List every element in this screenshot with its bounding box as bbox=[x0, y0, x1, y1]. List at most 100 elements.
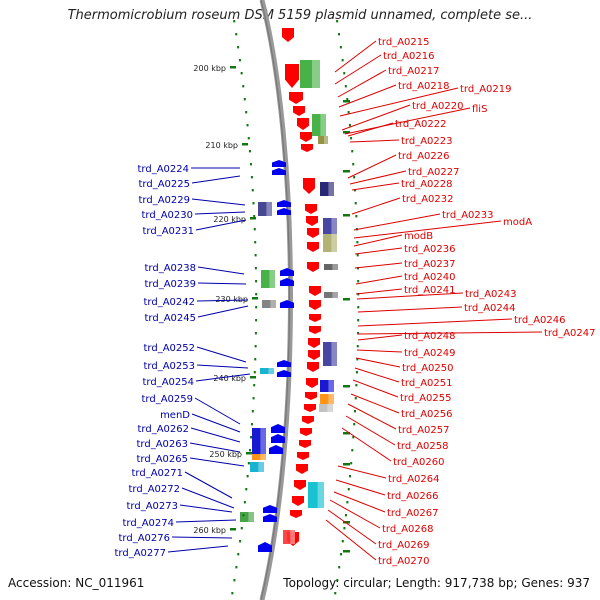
inner-guide-dot bbox=[356, 345, 359, 348]
kbp-tick-label: 250 kbp bbox=[209, 450, 242, 459]
forward-gene-arrow bbox=[306, 378, 318, 388]
outer-guide-dot bbox=[243, 501, 246, 504]
outer-guide-dot bbox=[250, 423, 253, 426]
right-label-connector bbox=[350, 393, 400, 414]
forward-gene-arrow bbox=[309, 300, 321, 310]
right-label-connector bbox=[344, 107, 471, 135]
inner-guide-dot bbox=[343, 527, 346, 530]
right-label-connector bbox=[347, 154, 397, 179]
right-gene-label: trd_A0217 bbox=[388, 66, 440, 77]
outer-guide-dot bbox=[247, 462, 250, 465]
outer-guide-dot bbox=[254, 332, 257, 335]
outer-guide-dot bbox=[254, 254, 257, 257]
inner-tick-mark bbox=[343, 385, 350, 388]
feature-block-shade bbox=[248, 512, 254, 522]
inner-guide-dot bbox=[350, 462, 353, 465]
feature-block bbox=[323, 218, 337, 234]
inner-guide-dot bbox=[356, 358, 359, 361]
right-gene-label: trd_A0240 bbox=[404, 272, 456, 283]
outer-guide-dot bbox=[248, 150, 251, 153]
reverse-gene-arrow bbox=[272, 160, 286, 167]
feature-block bbox=[260, 368, 274, 374]
reverse-gene-arrow bbox=[271, 434, 285, 443]
reverse-gene-arrow bbox=[269, 445, 283, 454]
outer-guide-dot bbox=[246, 124, 249, 127]
right-label-connector bbox=[357, 306, 463, 313]
outer-guide-dot bbox=[239, 540, 242, 543]
left-label-connector bbox=[191, 198, 246, 206]
outer-guide-dot bbox=[253, 228, 256, 231]
right-label-connector bbox=[354, 262, 403, 269]
inner-guide-dot bbox=[357, 332, 360, 335]
feature-block-shade bbox=[332, 292, 338, 298]
right-label-connector bbox=[351, 197, 401, 215]
inner-guide-dot bbox=[355, 371, 358, 374]
right-label-connector bbox=[349, 139, 400, 143]
forward-gene-arrow bbox=[308, 350, 320, 360]
right-label-connector bbox=[347, 403, 397, 430]
feature-block bbox=[252, 428, 266, 454]
feature-block bbox=[262, 300, 276, 308]
right-label-connector bbox=[339, 87, 459, 117]
right-gene-label: trd_A0215 bbox=[378, 37, 430, 48]
outer-guide-dot bbox=[245, 488, 248, 491]
feature-block bbox=[312, 114, 326, 136]
left-gene-label: trd_A0252 bbox=[144, 343, 196, 354]
left-gene-label: trd_A0274 bbox=[123, 518, 175, 529]
left-gene-label: trd_A0272 bbox=[129, 484, 181, 495]
inner-guide-dot bbox=[340, 553, 343, 556]
forward-gene-arrow bbox=[297, 118, 309, 130]
inner-guide-dot bbox=[352, 163, 355, 166]
left-label-connector bbox=[167, 545, 229, 553]
right-gene-label: fliS bbox=[472, 104, 487, 115]
left-label-connector bbox=[189, 457, 245, 467]
right-gene-label: trd_A0243 bbox=[465, 289, 517, 300]
feature-block-shade bbox=[317, 482, 324, 508]
outer-guide-dot bbox=[243, 98, 246, 101]
right-gene-label: trd_A0270 bbox=[378, 556, 430, 567]
backbone-line bbox=[259, 0, 293, 600]
kbp-tick-mark bbox=[250, 217, 256, 220]
feature-block bbox=[323, 342, 337, 366]
right-label-connector bbox=[335, 479, 386, 496]
left-label-connector bbox=[197, 305, 249, 318]
right-gene-label: trd_A0216 bbox=[383, 51, 435, 62]
left-label-connector bbox=[171, 536, 233, 539]
topology-text: Topology: circular; Length: 917,738 bp; … bbox=[283, 576, 590, 590]
right-gene-label: trd_A0247 bbox=[544, 328, 596, 339]
inner-guide-dot bbox=[347, 488, 350, 491]
feature-block bbox=[320, 182, 334, 196]
inner-guide-dot bbox=[354, 397, 357, 400]
feature-block-shade bbox=[331, 234, 337, 252]
left-label-connector bbox=[197, 282, 247, 285]
kbp-tick-mark bbox=[230, 528, 236, 531]
outer-guide-dot bbox=[254, 358, 257, 361]
right-gene-label: trd_A0241 bbox=[404, 285, 456, 296]
right-gene-label: trd_A0220 bbox=[412, 101, 464, 112]
left-label-connector bbox=[189, 442, 241, 453]
inner-guide-dot bbox=[339, 46, 342, 49]
forward-gene-arrow bbox=[309, 314, 321, 322]
reverse-gene-arrow bbox=[277, 360, 291, 367]
outer-guide-dot bbox=[245, 111, 248, 114]
forward-gene-arrow bbox=[307, 228, 319, 238]
right-gene-label: trd_A0232 bbox=[402, 194, 454, 205]
backbone-layer bbox=[259, 0, 293, 600]
outer-guide-dot bbox=[240, 72, 243, 75]
outer-guide-dot bbox=[254, 241, 257, 244]
kbp-tick-label: 220 kbp bbox=[213, 215, 246, 224]
inner-guide-dot bbox=[347, 111, 350, 114]
outer-guide-dot bbox=[233, 579, 236, 582]
inner-guide-dot bbox=[353, 189, 356, 192]
inner-guide-dot bbox=[357, 267, 360, 270]
right-label-connector bbox=[329, 499, 381, 529]
feature-block-shade bbox=[312, 60, 320, 88]
right-gene-label: trd_A0227 bbox=[408, 167, 460, 178]
right-label-connector bbox=[351, 182, 400, 191]
reverse-gene-arrow bbox=[280, 268, 294, 276]
reverse-gene-arrow bbox=[263, 505, 277, 513]
forward-gene-arrow bbox=[307, 262, 319, 272]
forward-gene-arrow bbox=[305, 392, 317, 400]
forward-gene-arrow bbox=[293, 106, 305, 116]
